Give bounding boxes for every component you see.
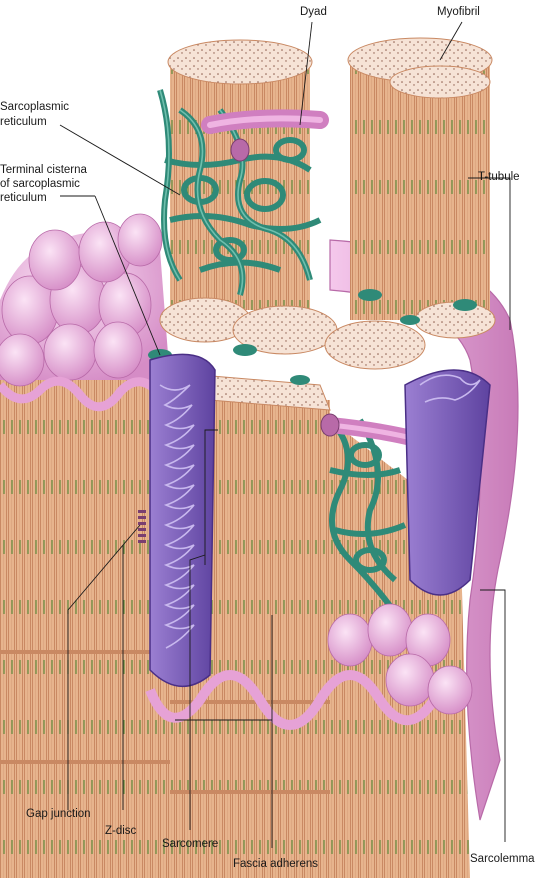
label-gap-junction: Gap junction [26, 808, 91, 820]
label-terminal-cisterna-line1: Terminal cisterna [0, 164, 87, 176]
label-fascia-adherens: Fascia adherens [233, 858, 319, 870]
label-myofibril: Myofibril [437, 6, 480, 18]
gap-junction [138, 510, 146, 543]
sarcolemma-bottom-wave [145, 670, 445, 730]
mitochondria [149, 353, 491, 688]
label-sarcoplasmic-reticulum-line1: Sarcoplasmic [0, 101, 70, 113]
leader-lines [59, 21, 511, 848]
label-t-tubule: T-tubule [478, 171, 520, 183]
label-terminal-cisterna-line3: reticulum [0, 192, 47, 204]
label-dyad: Dyad [300, 6, 327, 18]
terminal-cisternae [148, 289, 477, 385]
sarcolemma-surface-bumps [0, 213, 170, 387]
label-sarcoplasmic-reticulum-line2: reticulum [0, 116, 47, 128]
label-sarcomere: Sarcomere [162, 838, 219, 850]
label-terminal-cisterna-line2: of sarcoplasmic [0, 178, 80, 190]
lower-sarcolemma-bumps [327, 603, 473, 715]
sarcolemma-front-edge [0, 376, 173, 412]
label-sarcolemma: Sarcolemma [470, 853, 535, 865]
label-z-disc: Z-disc [105, 825, 137, 837]
